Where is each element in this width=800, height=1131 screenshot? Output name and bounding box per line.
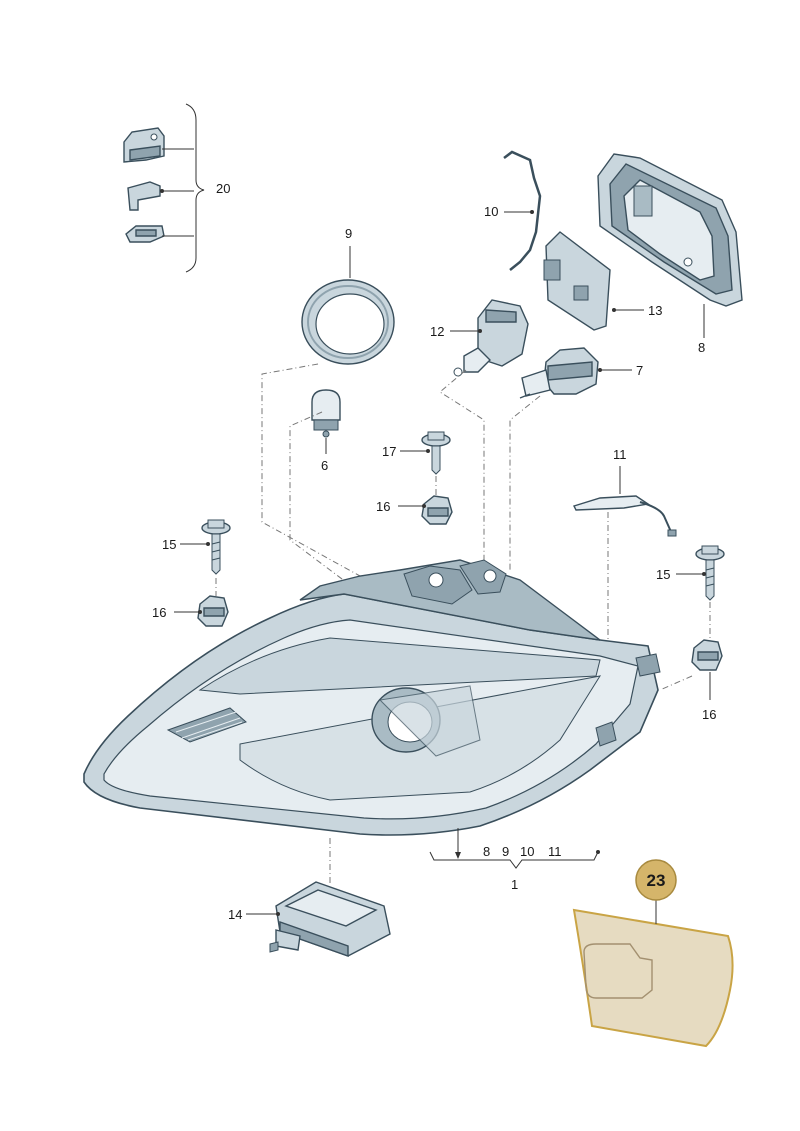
callout-20: 20	[216, 181, 230, 196]
bracket-set-20[interactable]	[123, 127, 165, 243]
callout-14: 14	[228, 907, 242, 922]
clip-16-upper[interactable]	[421, 495, 453, 525]
clip-16-right[interactable]	[691, 639, 723, 671]
control-board-13[interactable]	[543, 231, 611, 331]
ballast-module-14[interactable]	[269, 881, 391, 957]
screw-15-left[interactable]	[201, 519, 231, 575]
callout-11: 11	[613, 447, 627, 462]
callout-15b: 15	[656, 567, 670, 582]
bulb-6[interactable]	[311, 389, 341, 438]
callout-10: 10	[484, 204, 498, 219]
cable-11[interactable]	[573, 495, 677, 537]
callout-group-9: 9	[502, 844, 509, 859]
clip-16-left[interactable]	[197, 595, 229, 627]
callout-15a: 15	[162, 537, 176, 552]
callout-16b: 16	[152, 605, 166, 620]
callout-group-10: 10	[520, 844, 534, 859]
callout-8: 8	[698, 340, 705, 355]
callout-7: 7	[636, 363, 643, 378]
adjuster-motor-12[interactable]	[453, 299, 529, 377]
xenon-bulb-7[interactable]	[519, 347, 599, 399]
callout-17a: 17	[382, 444, 396, 459]
callout-13: 13	[648, 303, 662, 318]
callout-group-8: 8	[483, 844, 490, 859]
callout-16a: 16	[376, 499, 390, 514]
screw-17[interactable]	[421, 431, 451, 475]
callout-12: 12	[430, 324, 444, 339]
housing-cover-8[interactable]	[597, 153, 743, 307]
screw-15-right[interactable]	[695, 545, 725, 601]
callout-badge-23[interactable]: 23	[635, 859, 677, 901]
callout-group-11: 11	[548, 844, 562, 859]
protective-film-shape	[572, 908, 734, 1048]
callout-9: 9	[345, 226, 352, 241]
headlight-assembly-1[interactable]	[83, 559, 661, 836]
callout-6: 6	[321, 458, 328, 473]
callout-1: 1	[511, 877, 518, 892]
seal-ring-9[interactable]	[301, 279, 395, 365]
badge-number: 23	[647, 871, 666, 890]
protective-film-23[interactable]	[572, 908, 734, 1048]
assembly-guide-lines	[215, 363, 711, 886]
wire-clip-10[interactable]	[503, 150, 542, 271]
callout-16c: 16	[702, 707, 716, 722]
